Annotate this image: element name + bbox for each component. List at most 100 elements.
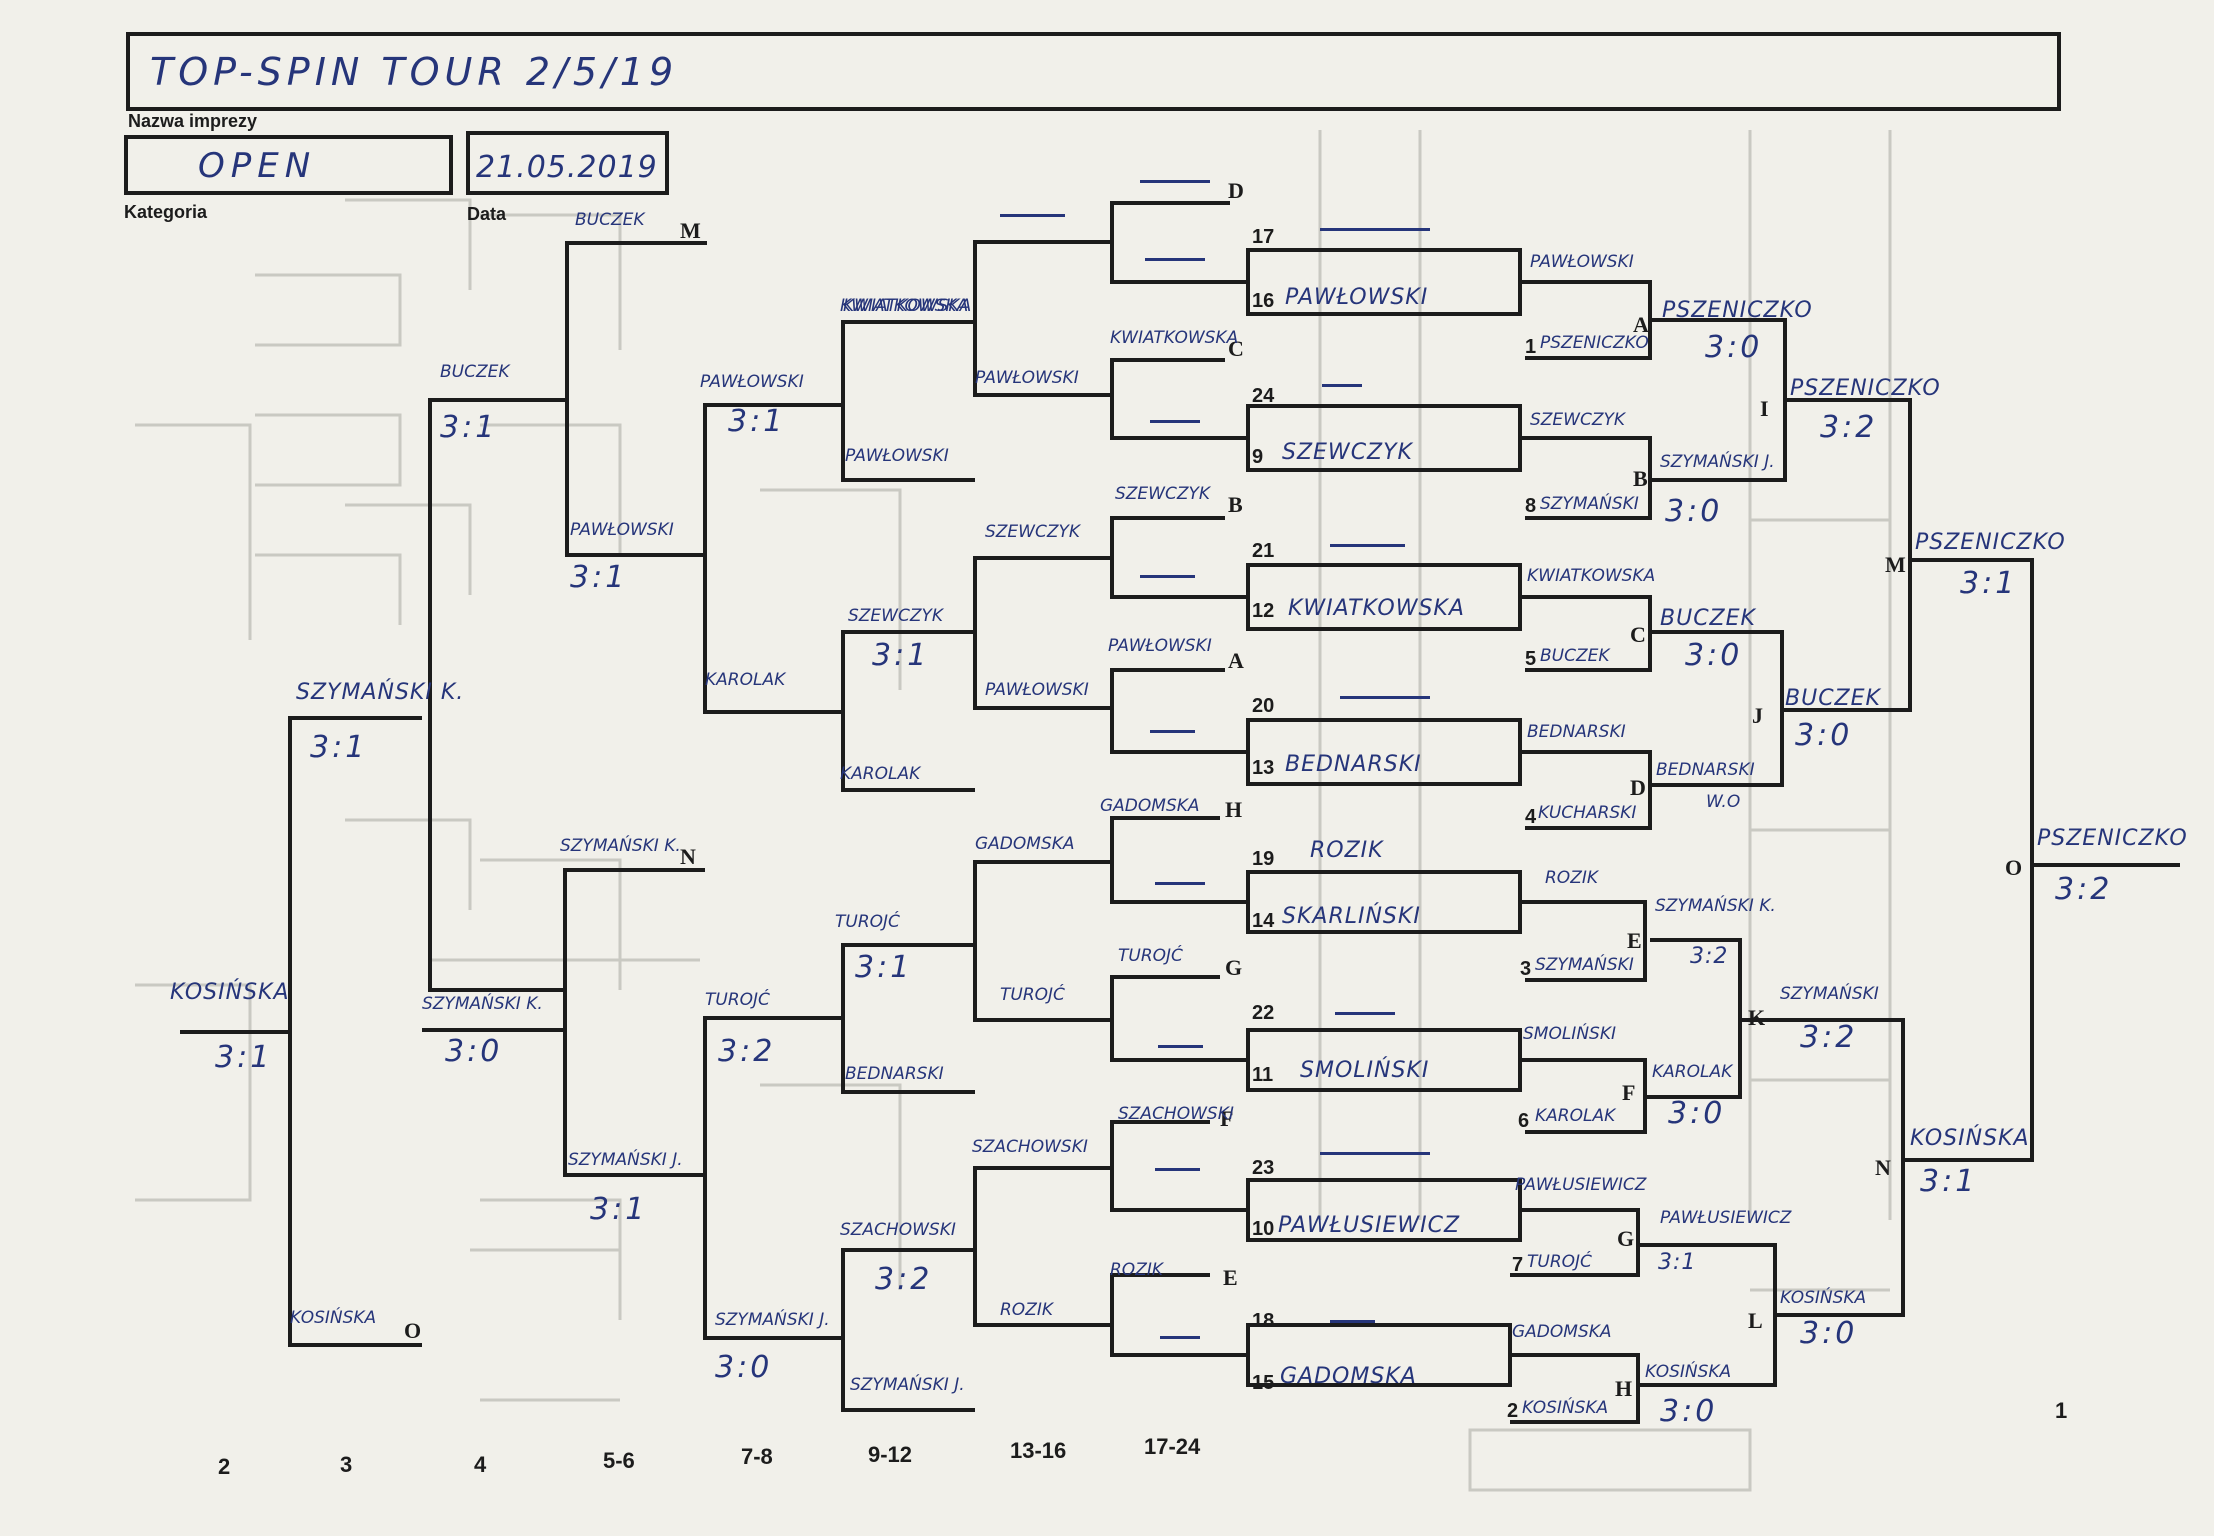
seed-23: 23 xyxy=(1252,1157,1275,1179)
cons-empty-slot-1 xyxy=(1000,214,1065,217)
match-H-winner: KOSIŃSKA xyxy=(1645,1362,1732,1382)
cons-r3-1: KWIATKOWSKA xyxy=(843,296,972,316)
cons-A-name: PAWŁOWSKI xyxy=(1108,636,1212,656)
cons-C-letter: C xyxy=(1228,336,1244,361)
cons-O-letter: O xyxy=(404,1318,422,1343)
r1-winner-23-10: PAWŁUSIEWICZ xyxy=(1515,1175,1647,1195)
seed-19: 19 xyxy=(1252,848,1275,870)
cons-E-letter: E xyxy=(1223,1265,1238,1290)
col-label-2: 2 xyxy=(218,1454,231,1479)
cons-3-score: 3:1 xyxy=(310,730,368,765)
match-C-letter: C xyxy=(1630,622,1646,647)
match-M-letter: M xyxy=(1885,552,1906,577)
cons-r3-5: TUROJĆ xyxy=(835,912,900,932)
cons-empty-slot-2 xyxy=(1145,258,1205,261)
cons-N-name: SZYMAŃSKI K. xyxy=(560,836,681,856)
match-B-score: 3:0 xyxy=(1665,494,1723,529)
r1-winner-22-11: SMOLIŃSKI xyxy=(1523,1024,1616,1044)
col-label-5-6: 5-6 xyxy=(603,1448,635,1473)
match-I-score: 3:2 xyxy=(1820,410,1878,445)
col-label-7-8: 7-8 xyxy=(741,1444,773,1469)
match-N-score: 3:1 xyxy=(1920,1164,1978,1199)
match-C-score: 3:0 xyxy=(1685,638,1743,673)
seed-17-empty-slot xyxy=(1320,228,1430,231)
seed-24: 24 xyxy=(1252,385,1275,407)
cons-M-letter: M xyxy=(680,218,701,243)
match-A-letter: A xyxy=(1633,312,1649,337)
seed-10: 10 xyxy=(1252,1218,1275,1240)
event-name-label: Nazwa imprezy xyxy=(128,111,258,131)
cons-D-empty-slot xyxy=(1140,180,1210,183)
seed-14-name: SKARLIŃSKI xyxy=(1282,904,1421,929)
match-G-score: 3:1 xyxy=(1658,1250,1697,1275)
match-D-winner: BEDNARSKI xyxy=(1656,760,1755,780)
cons-empty-slot-3 xyxy=(1150,420,1200,423)
seed-6-name: KAROLAK xyxy=(1535,1106,1616,1126)
seed-7: 7 xyxy=(1512,1254,1524,1276)
seed-4-name: KUCHARSKI xyxy=(1538,803,1637,823)
cons-B-letter: B xyxy=(1228,492,1243,517)
seed-15: 15 xyxy=(1252,1372,1275,1394)
seed-16: 16 xyxy=(1252,290,1275,312)
match-J-winner: BUCZEK xyxy=(1785,686,1881,711)
seed-2: 2 xyxy=(1507,1400,1519,1422)
match-F-winner: KAROLAK xyxy=(1652,1062,1733,1082)
match-F-letter: F xyxy=(1622,1080,1636,1105)
seed-18-empty-slot xyxy=(1330,1320,1375,1323)
cons-empty-slot-8 xyxy=(1155,1168,1200,1171)
match-M-winner: PSZENICZKO xyxy=(1915,530,2066,555)
cons-78-2: KAROLAK xyxy=(705,670,786,690)
category-box xyxy=(124,135,453,195)
r1-winner-20-13: BEDNARSKI xyxy=(1527,722,1626,742)
seed-22: 22 xyxy=(1252,1002,1275,1024)
cons-empty-slot-9 xyxy=(1160,1336,1200,1339)
match-B-winner: SZYMAŃSKI J. xyxy=(1660,452,1775,472)
cons-r2-3: SZEWCZYK xyxy=(985,522,1081,542)
cons-r3-3-score: 3:1 xyxy=(872,638,930,673)
cons-78-1: PAWŁOWSKI xyxy=(700,372,804,392)
seed-3-name: SZYMAŃSKI xyxy=(1535,955,1634,975)
seed-5: 5 xyxy=(1525,648,1537,670)
cons-F-letter: F xyxy=(1220,1106,1234,1131)
seed-22-empty-slot xyxy=(1335,1012,1395,1015)
match-M-score: 3:1 xyxy=(1960,566,2018,601)
seed-1: 1 xyxy=(1525,336,1537,358)
cons-4-score: 3:1 xyxy=(440,410,498,445)
match-B-letter: B xyxy=(1633,466,1648,491)
cons-r3-2: PAWŁOWSKI xyxy=(845,446,949,466)
seed-1-name: PSZENICZKO xyxy=(1540,333,1649,353)
cons-G-name: TUROJĆ xyxy=(1118,946,1183,966)
seed-23-empty-slot xyxy=(1320,1152,1430,1155)
match-L-score: 3:0 xyxy=(1800,1316,1858,1351)
cons-r2-6: TUROJĆ xyxy=(1000,985,1065,1005)
seed-13-name: BEDNARSKI xyxy=(1285,752,1422,777)
seed-18: 18 xyxy=(1252,1310,1275,1332)
cons-F-name: SZACHOWSKI xyxy=(1118,1104,1234,1124)
match-A-score: 3:0 xyxy=(1705,330,1763,365)
seed-11-name: SMOLIŃSKI xyxy=(1300,1058,1430,1083)
cons-2-score: 3:1 xyxy=(215,1040,273,1075)
category-value: OPEN xyxy=(198,146,317,186)
cons-r3-3: SZEWCZYK xyxy=(848,606,944,626)
cons-r2-4: PAWŁOWSKI xyxy=(985,680,1089,700)
cons-r2-5: GADOMSKA xyxy=(975,834,1075,854)
r1-winner-19-14: ROZIK xyxy=(1545,868,1599,888)
date-box xyxy=(466,131,669,195)
seed-6: 6 xyxy=(1518,1110,1530,1132)
seed-3: 3 xyxy=(1520,958,1532,980)
cons-H-name: GADOMSKA xyxy=(1100,796,1200,816)
cons-2-name: KOSIŃSKA xyxy=(170,980,290,1005)
cons-E-name: ROZIK xyxy=(1110,1260,1164,1280)
event-name-value: TOP-SPIN TOUR 2/5/19 xyxy=(150,50,679,94)
cons-G-letter: G xyxy=(1225,955,1243,980)
match-G-letter: G xyxy=(1617,1226,1635,1251)
cons-56-1-score: 3:1 xyxy=(570,560,628,595)
cons-r3-5-score: 3:1 xyxy=(855,950,913,985)
match-L-winner: KOSIŃSKA xyxy=(1780,1288,1867,1308)
seed-13: 13 xyxy=(1252,757,1275,779)
seed-14: 14 xyxy=(1252,910,1275,932)
cons-3-name: SZYMAŃSKI K. xyxy=(296,680,465,705)
cons-78-4-score: 3:0 xyxy=(715,1350,773,1385)
